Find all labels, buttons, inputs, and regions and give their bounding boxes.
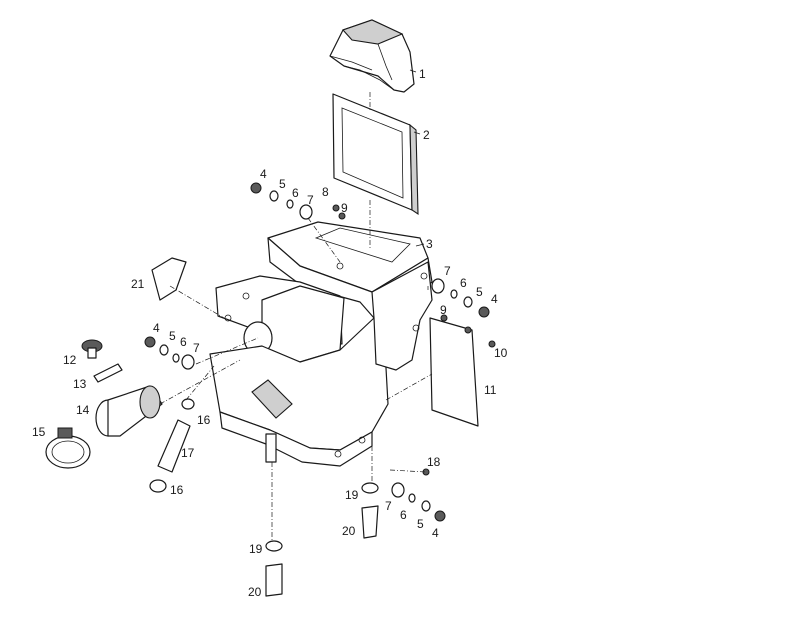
- callout-7-right: 7: [444, 264, 451, 278]
- callout-19-left: 19: [249, 542, 263, 556]
- callout-18: 18: [427, 455, 441, 469]
- callout-12: 12: [63, 353, 77, 367]
- leader-lines: [159, 69, 433, 540]
- callout-6-bottom: 6: [400, 508, 407, 522]
- callout-19-right: 19: [345, 488, 359, 502]
- callout-5: 5: [279, 177, 286, 191]
- part-19-clamp-right: [361, 482, 379, 494]
- callout-7: 7: [307, 193, 314, 207]
- callout-9-right: 9: [440, 303, 447, 317]
- fastener-stack-upper: [250, 182, 346, 220]
- fastener-stack-right: [431, 278, 496, 348]
- part-20-drain-right: [361, 505, 379, 539]
- callout-10: 10: [494, 346, 508, 360]
- part-19-clamp-left: [265, 540, 283, 552]
- part-14-intake-adapter: [95, 385, 163, 437]
- part-2-filter-frame: [332, 93, 419, 216]
- part-3-main-housing: [209, 221, 433, 467]
- callout-14: 14: [76, 403, 90, 417]
- callout-numbers: 1 2 3 4 5 6 7 8 9 7 6 5 4 9 10 11 21 4 5…: [32, 67, 508, 599]
- callout-4-right: 4: [491, 292, 498, 306]
- callout-7-bottom: 7: [385, 499, 392, 513]
- part-16-clamp-lower: [149, 479, 167, 493]
- callout-13: 13: [73, 377, 87, 391]
- callout-8: 8: [322, 185, 329, 199]
- part-21-hose: [151, 257, 187, 301]
- drain-spout: [265, 433, 277, 463]
- callout-5-bottom: 5: [417, 517, 424, 531]
- callout-20-right: 20: [342, 524, 356, 538]
- fastener-stack-bottom: [391, 468, 446, 522]
- callout-5-middle: 5: [169, 329, 176, 343]
- callout-2: 2: [423, 128, 430, 142]
- part-16-clamp-upper: [181, 398, 195, 410]
- fastener-stack-middle: [144, 336, 195, 370]
- part-17-drain-hose: [157, 419, 191, 473]
- callout-1: 1: [419, 67, 426, 81]
- callout-4: 4: [260, 167, 267, 181]
- part-15-hose-clamp: [45, 427, 91, 469]
- callout-7-middle: 7: [193, 341, 200, 355]
- callout-17: 17: [181, 446, 195, 460]
- callout-20-left: 20: [248, 585, 262, 599]
- callout-4-bottom: 4: [432, 526, 439, 540]
- callout-4-middle: 4: [153, 321, 160, 335]
- callout-6: 6: [292, 186, 299, 200]
- callout-15: 15: [32, 425, 46, 439]
- callout-5-right: 5: [476, 285, 483, 299]
- part-12-plug: [81, 339, 103, 359]
- callout-16-upper: 16: [197, 413, 211, 427]
- part-11-side-plate: [429, 317, 479, 427]
- callout-6-right: 6: [460, 276, 467, 290]
- callout-21: 21: [131, 277, 145, 291]
- callout-16-lower: 16: [170, 483, 184, 497]
- callout-9: 9: [341, 201, 348, 215]
- callout-6-middle: 6: [180, 335, 187, 349]
- callout-11: 11: [484, 383, 497, 397]
- part-20-drain-left: [265, 563, 283, 597]
- part-13-sensor: [93, 363, 123, 383]
- part-1-top-cover: [329, 19, 415, 93]
- callout-3: 3: [426, 237, 433, 251]
